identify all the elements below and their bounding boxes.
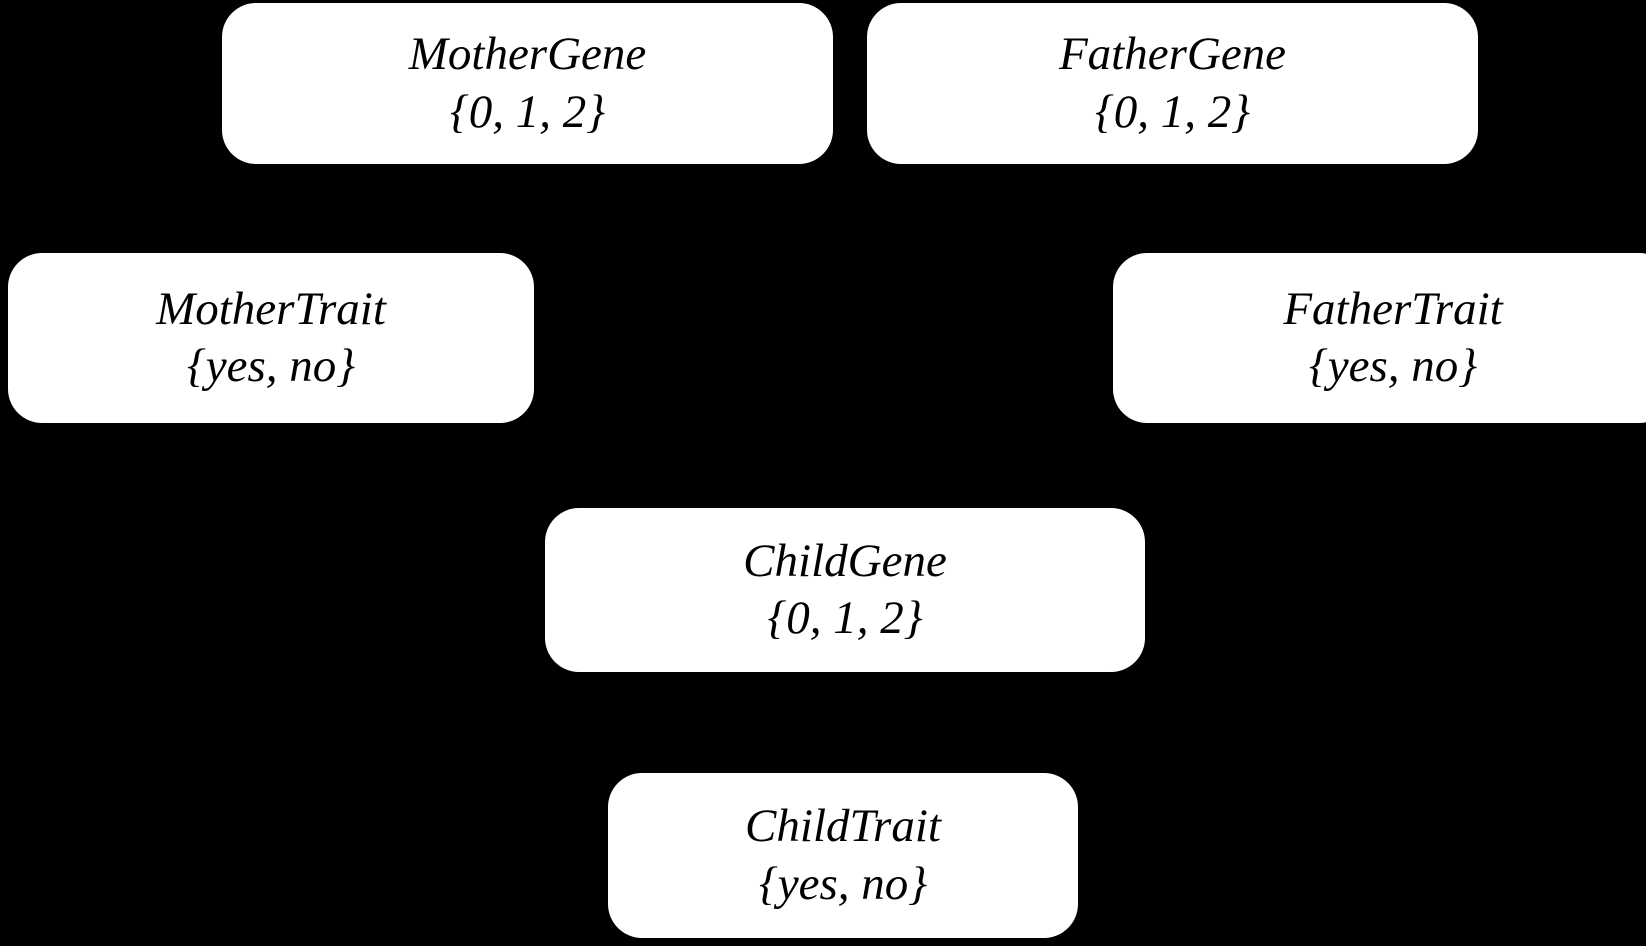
node-mother-trait-domain: {yes, no}	[186, 340, 356, 392]
node-child-trait-domain: {yes, no}	[758, 857, 928, 910]
node-father-gene-title: FatherGene	[1058, 28, 1287, 81]
node-mother-trait[interactable]: MotherTrait {yes, no}	[8, 253, 534, 423]
node-child-gene[interactable]: ChildGene {0, 1, 2}	[545, 508, 1145, 672]
node-father-gene-domain: {0, 1, 2}	[1094, 85, 1251, 138]
node-mother-gene[interactable]: MotherGene {0, 1, 2}	[222, 3, 833, 164]
node-father-trait-title: FatherTrait	[1283, 282, 1503, 335]
node-father-trait-domain: {yes, no}	[1308, 340, 1478, 392]
node-mother-gene-domain: {0, 1, 2}	[449, 85, 606, 138]
node-mother-gene-title: MotherGene	[408, 28, 647, 81]
node-child-trait[interactable]: ChildTrait {yes, no}	[608, 773, 1078, 938]
node-child-gene-title: ChildGene	[743, 534, 947, 587]
node-child-trait-title: ChildTrait	[745, 800, 941, 853]
node-father-gene[interactable]: FatherGene {0, 1, 2}	[867, 3, 1478, 164]
node-child-gene-domain: {0, 1, 2}	[767, 592, 923, 644]
node-mother-trait-title: MotherTrait	[156, 282, 386, 335]
node-father-trait[interactable]: FatherTrait {yes, no}	[1113, 253, 1646, 423]
